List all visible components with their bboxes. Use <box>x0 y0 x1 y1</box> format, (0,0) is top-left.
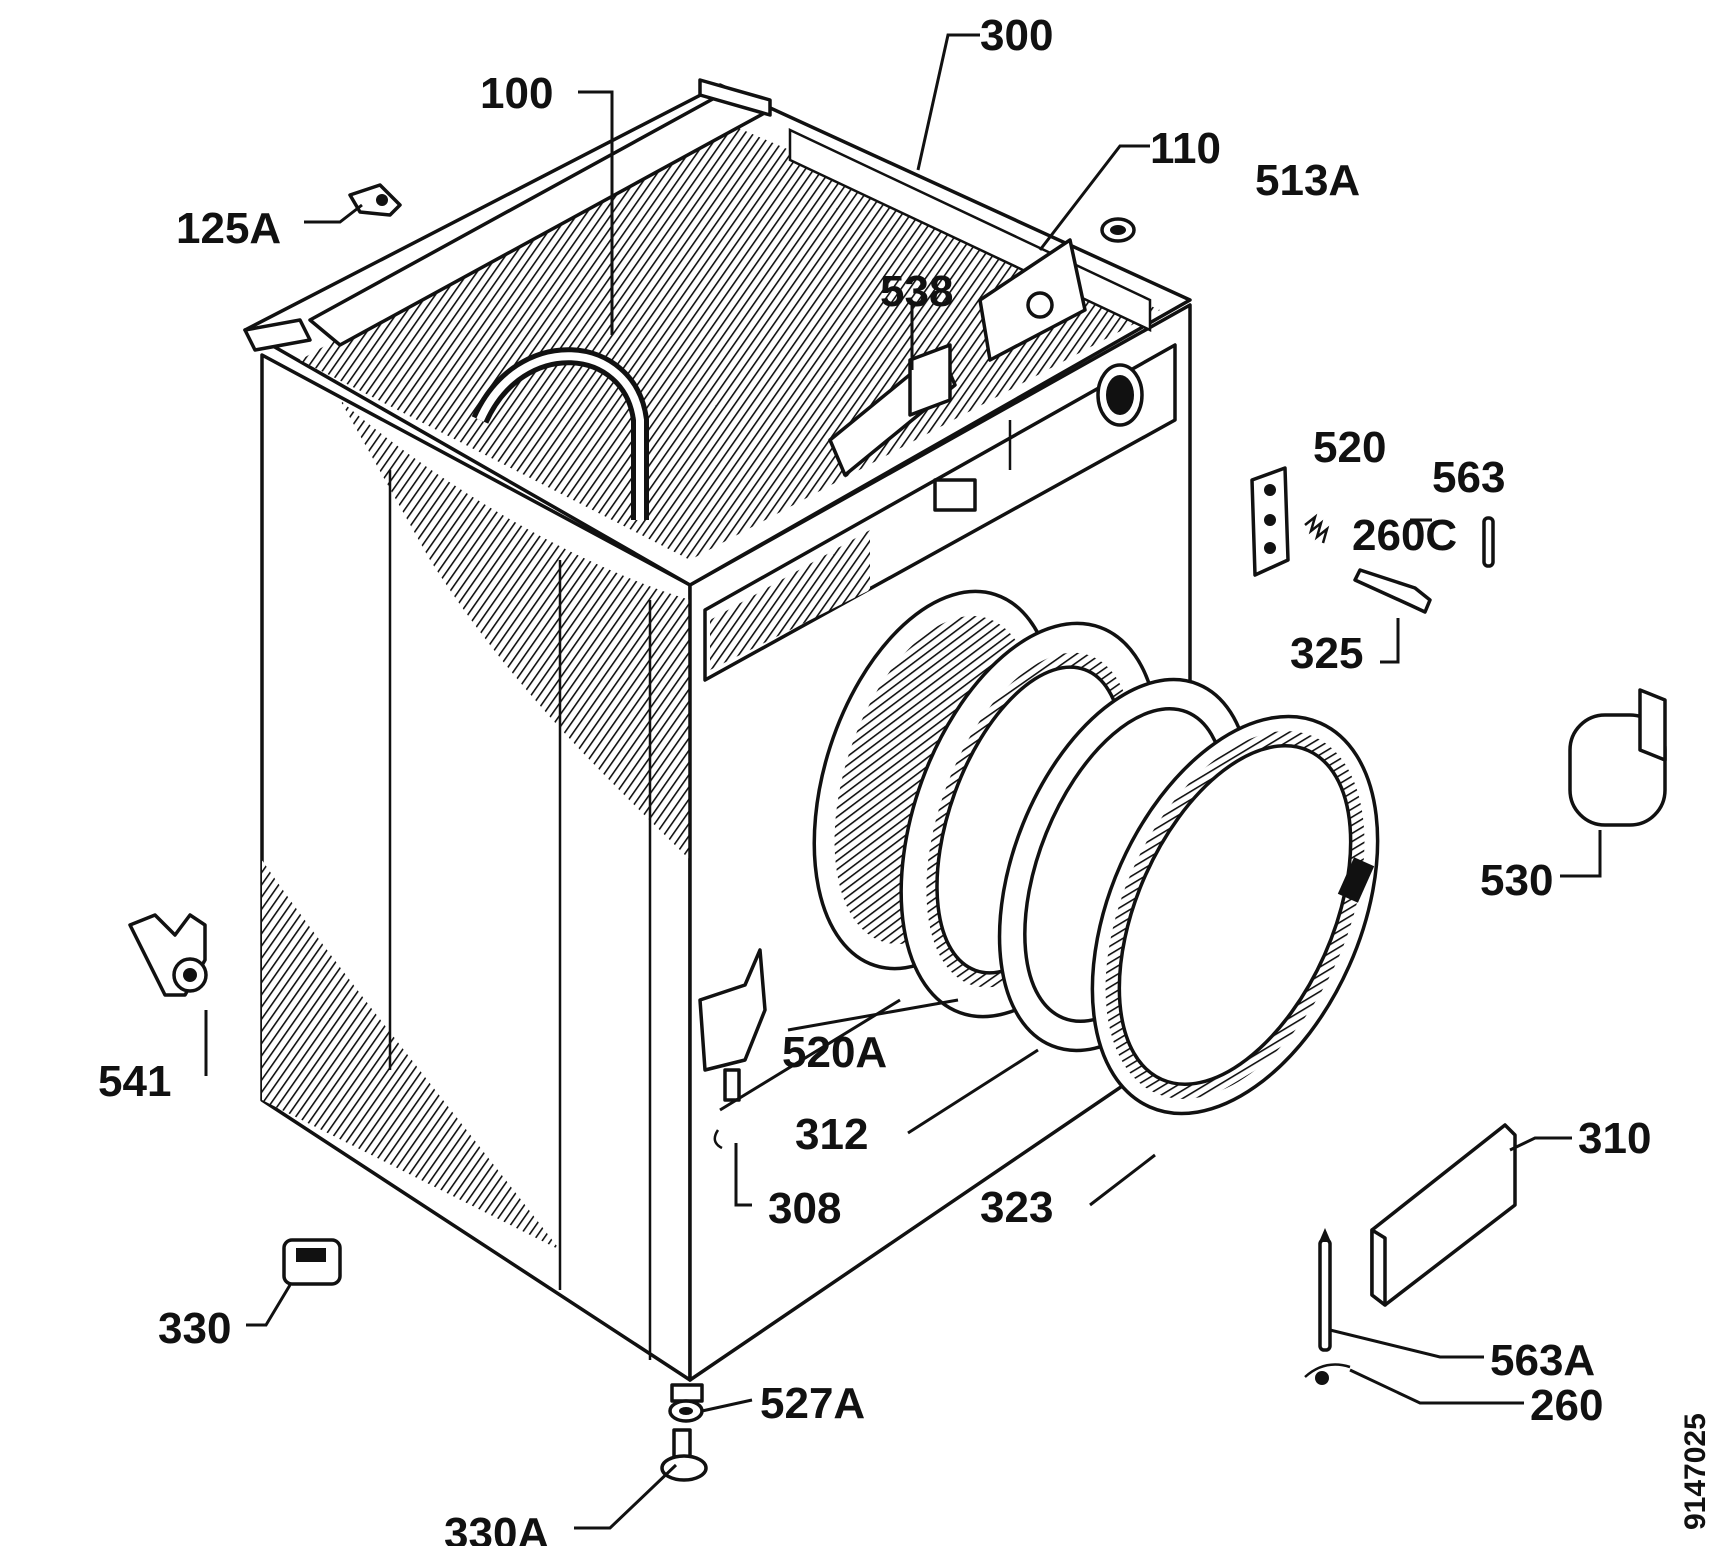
part-260-spring <box>1304 1363 1351 1378</box>
part-541-catch <box>128 913 208 997</box>
label-520A: 520A <box>782 1028 887 1077</box>
label-527A: 527A <box>760 1379 865 1428</box>
label-125A: 125A <box>176 204 281 253</box>
label-541: 541 <box>98 1057 171 1106</box>
label-530: 530 <box>1480 856 1553 905</box>
part-530-cover <box>1568 688 1667 827</box>
part-513A <box>1100 217 1136 243</box>
label-310: 310 <box>1578 1114 1651 1163</box>
part-563A-rod <box>1318 1228 1332 1352</box>
leader-lines <box>204 33 1602 1530</box>
door-assembly <box>812 589 1380 1116</box>
label-330: 330 <box>158 1304 231 1353</box>
part-260C-spring <box>1304 513 1330 544</box>
drawing-number: 9147025 <box>1679 1413 1712 1530</box>
label-520: 520 <box>1313 423 1386 472</box>
part-325-handle <box>1353 568 1432 614</box>
label-308: 308 <box>768 1184 841 1233</box>
label-300: 300 <box>980 11 1053 60</box>
part-330-block <box>282 1238 342 1286</box>
label-513A: 513A <box>1255 156 1360 205</box>
label-563A: 563A <box>1490 1336 1595 1385</box>
part-520-hinge <box>1250 466 1290 577</box>
part-527A-nut <box>668 1399 704 1423</box>
part-308-pin <box>713 1129 723 1150</box>
label-538: 538 <box>880 267 953 316</box>
part-330A-foot <box>660 1428 708 1482</box>
label-325: 325 <box>1290 629 1363 678</box>
label-563: 563 <box>1432 453 1505 502</box>
label-323: 323 <box>980 1183 1053 1232</box>
part-563-pin <box>1482 516 1495 568</box>
part-310-panel <box>1370 1123 1517 1307</box>
label-260C: 260C <box>1352 511 1457 560</box>
label-312: 312 <box>795 1110 868 1159</box>
label-100: 100 <box>480 69 553 118</box>
label-260: 260 <box>1530 1381 1603 1430</box>
part-labels: 100 300 110 513A 125A 538 520 563 260C 3… <box>98 11 1712 1546</box>
label-110: 110 <box>1150 124 1221 173</box>
part-125A <box>348 183 402 217</box>
part-520A-hinge <box>698 948 767 1102</box>
label-330A: 330A <box>444 1509 549 1546</box>
